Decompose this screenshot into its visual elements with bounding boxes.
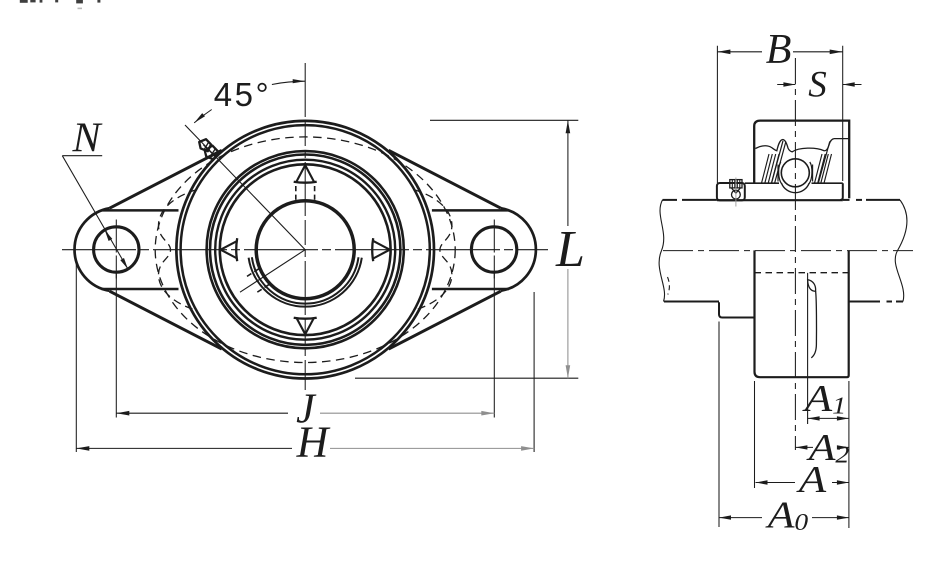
- svg-text:H: H: [296, 418, 331, 467]
- svg-text:J: J: [296, 387, 317, 433]
- svg-text:N: N: [71, 115, 102, 161]
- svg-text:A: A: [796, 458, 827, 500]
- svg-text:B: B: [766, 27, 792, 73]
- svg-text:L: L: [555, 221, 585, 278]
- svg-text:45°: 45°: [214, 76, 271, 113]
- svg-text:S: S: [808, 65, 827, 106]
